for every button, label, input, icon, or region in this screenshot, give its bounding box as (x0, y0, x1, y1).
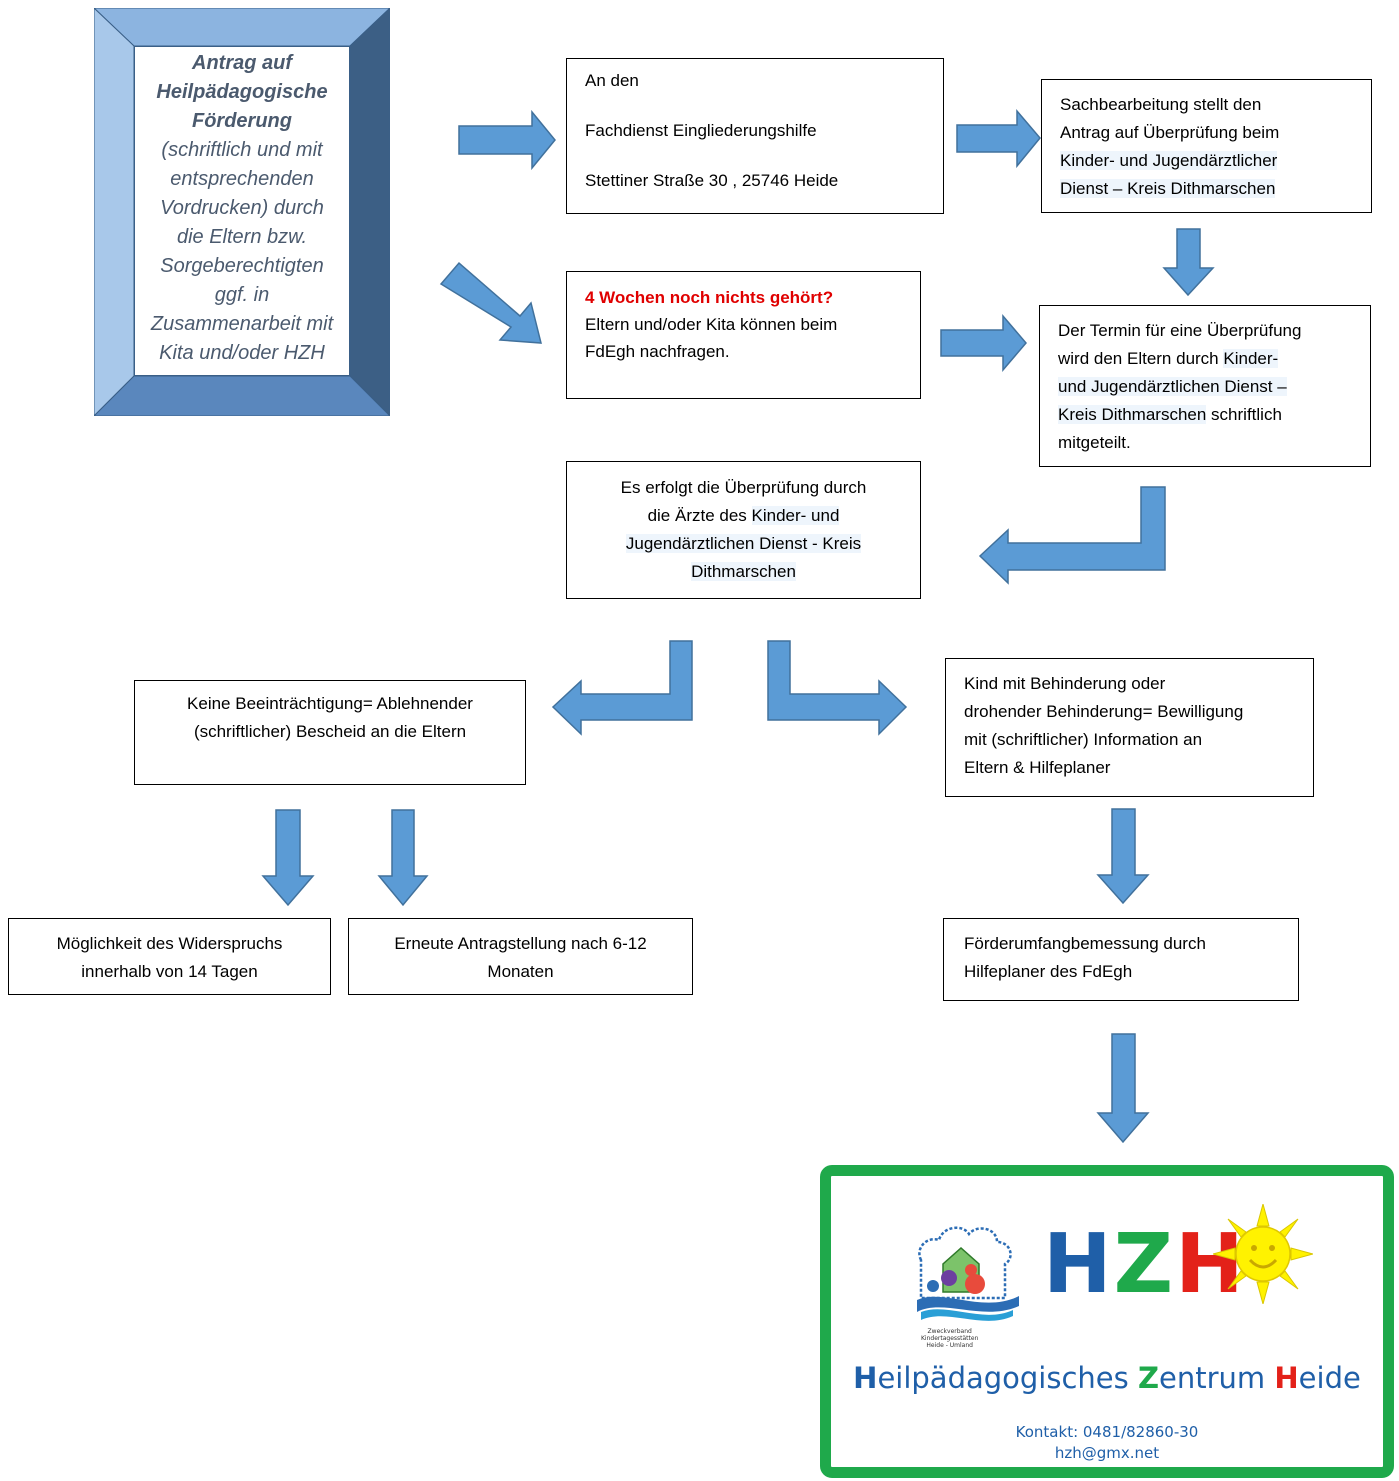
foerder-line1: Förderumfangbemessung durch (964, 934, 1206, 953)
widerspruch-line2: innerhalb von 14 Tagen (81, 962, 258, 981)
kind-line1: Kind mit Behinderung oder (964, 674, 1166, 693)
pruefung-box: Es erfolgt die Überprüfung durch die Ärz… (566, 461, 921, 599)
arrow-address-to-sachbearbeitung (956, 108, 1041, 169)
hzh-logo-panel: Zweckverband Kindertagesstätten Heide - … (820, 1165, 1394, 1478)
contact-email: hzh@gmx.net (1054, 1444, 1160, 1462)
foerder-line2: Hilfeplaner des FdEgh (964, 962, 1133, 981)
termin-line4b: schriftlich (1206, 405, 1282, 424)
foerder-box: Förderumfangbemessung durch Hilfeplaner … (943, 918, 1299, 1001)
termin-line1: Der Termin für eine Überprüfung (1058, 321, 1302, 340)
address-box: An den Fachdienst Eingliederungshilfe St… (566, 58, 944, 214)
termin-line4a: Kreis Dithmarschen (1058, 405, 1207, 424)
arrow-start-to-wochen (439, 261, 542, 344)
erneut-box: Erneute Antragstellung nach 6-12 Monaten (348, 918, 693, 995)
name-part1: eilpädagogisches (877, 1361, 1138, 1395)
start-line7: die Eltern bzw. (176, 226, 308, 248)
wochen-box: 4 Wochen noch nichts gehört? Eltern und/… (566, 271, 921, 399)
widerspruch-box: Möglichkeit des Widerspruchs innerhalb v… (8, 918, 331, 995)
kind-line3: mit (schriftlicher) Information an (964, 730, 1203, 749)
hzh-wordmark: HZH (1043, 1220, 1246, 1310)
hzh-letter-h: H (1043, 1217, 1114, 1312)
zv-line2: Kindertagesstätten (921, 1335, 979, 1342)
start-line6: Vordrucken) durch (160, 197, 324, 219)
name-part3: eide (1298, 1361, 1361, 1395)
start-line11: Kita und/oder HZH (159, 342, 325, 364)
start-line2: Heilpädagogische (156, 81, 328, 103)
sachbearbeitung-line1: Sachbearbeitung stellt den (1060, 95, 1262, 114)
start-frame (94, 8, 390, 416)
keine-line1: Keine Beeinträchtigung= Ablehnender (187, 694, 473, 713)
name-part2: entrum (1159, 1361, 1275, 1395)
contact-phone: Kontakt: 0481/82860-30 (1015, 1423, 1199, 1441)
sun-icon (1213, 1204, 1313, 1304)
zweckverband-emblem-icon (917, 1226, 1019, 1321)
start-line9: ggf. in (214, 284, 270, 306)
arrow-pruefung-to-keine (551, 640, 693, 736)
kind-box: Kind mit Behinderung oder drohender Behi… (945, 658, 1314, 797)
arrow-kind-to-foerder (1096, 808, 1150, 905)
erneut-line1: Erneute Antragstellung nach 6-12 (394, 934, 647, 953)
sachbearbeitung-line4: Dienst – Kreis Dithmarschen (1060, 179, 1276, 198)
arrow-pruefung-to-kind (767, 640, 908, 736)
start-line3: Förderung (192, 110, 292, 132)
pruefung-line2b: Kinder- und (751, 506, 840, 525)
start-line5: entsprechenden (170, 168, 314, 190)
pruefung-line3: Jugendärztlichen Dienst - Kreis (625, 534, 862, 553)
address-line1: An den (585, 71, 639, 90)
zv-line3: Heide - Umland (926, 1342, 973, 1349)
name-letter-z: Z (1137, 1361, 1160, 1395)
start-line10: Zusammenarbeit mit (150, 313, 334, 335)
pruefung-line4: Dithmarschen (691, 562, 796, 581)
hzh-full-name: Heilpädagogisches Zentrum Heide (831, 1361, 1383, 1395)
widerspruch-line1: Möglichkeit des Widerspruchs (56, 934, 283, 953)
arrow-wochen-to-termin (940, 313, 1027, 373)
sachbearbeitung-line3: Kinder- und Jugendärztlicher (1060, 151, 1278, 170)
arrow-foerder-to-logo (1096, 1033, 1150, 1144)
start-line4: (schriftlich und mit (161, 139, 323, 161)
hzh-letter-z: Z (1113, 1217, 1176, 1312)
keine-line2: (schriftlicher) Bescheid an die Eltern (193, 722, 467, 741)
start-line1: Antrag auf (192, 52, 292, 74)
kind-line4: Eltern & Hilfeplaner (964, 758, 1111, 777)
termin-line5: mitgeteilt. (1058, 433, 1131, 452)
contact-info: Kontakt: 0481/82860-30 hzh@gmx.net (831, 1422, 1383, 1464)
zweckverband-text: Zweckverband Kindertagesstätten Heide - … (921, 1328, 978, 1349)
sachbearbeitung-line2: Antrag auf Überprüfung beim (1060, 123, 1280, 142)
hzh-letter-h2: H (1175, 1217, 1246, 1312)
wochen-heading: 4 Wochen noch nichts gehört? (585, 288, 834, 307)
wochen-line2: FdEgh nachfragen. (585, 342, 730, 361)
arrow-sachbearbeitung-to-termin (1162, 228, 1215, 297)
termin-line3: und Jugendärztlichen Dienst – (1058, 377, 1287, 396)
arrow-start-to-address (458, 109, 556, 171)
erneut-line2: Monaten (487, 962, 554, 981)
sachbearbeitung-box: Sachbearbeitung stellt den Antrag auf Üb… (1041, 79, 1372, 213)
start-box: Antrag auf Heilpädagogische Förderung (s… (134, 46, 350, 376)
keine-box: Keine Beeinträchtigung= Ablehnender (sch… (134, 680, 526, 785)
address-line2: Fachdienst Eingliederungshilfe (585, 121, 817, 140)
arrow-keine-down-right (377, 809, 429, 907)
arrow-keine-down-left (261, 809, 315, 907)
pruefung-line1: Es erfolgt die Überprüfung durch (620, 478, 867, 497)
wochen-line1: Eltern und/oder Kita können beim (585, 315, 838, 334)
termin-box: Der Termin für eine Überprüfung wird den… (1039, 305, 1371, 467)
pruefung-line2a: die Ärzte des (647, 506, 752, 525)
address-line3: Stettiner Straße 30 , 25746 Heide (585, 171, 839, 190)
termin-line2a: wird den Eltern durch (1058, 349, 1224, 368)
zv-line1: Zweckverband (927, 1328, 972, 1335)
start-line8: Sorgeberechtigten (160, 255, 324, 277)
name-letter-h: H (853, 1361, 878, 1395)
kind-line2: drohender Behinderung= Bewilligung (964, 702, 1244, 721)
name-letter-h2: H (1274, 1361, 1299, 1395)
termin-line2b: Kinder- (1223, 349, 1279, 368)
arrow-termin-to-pruefung (978, 486, 1166, 585)
